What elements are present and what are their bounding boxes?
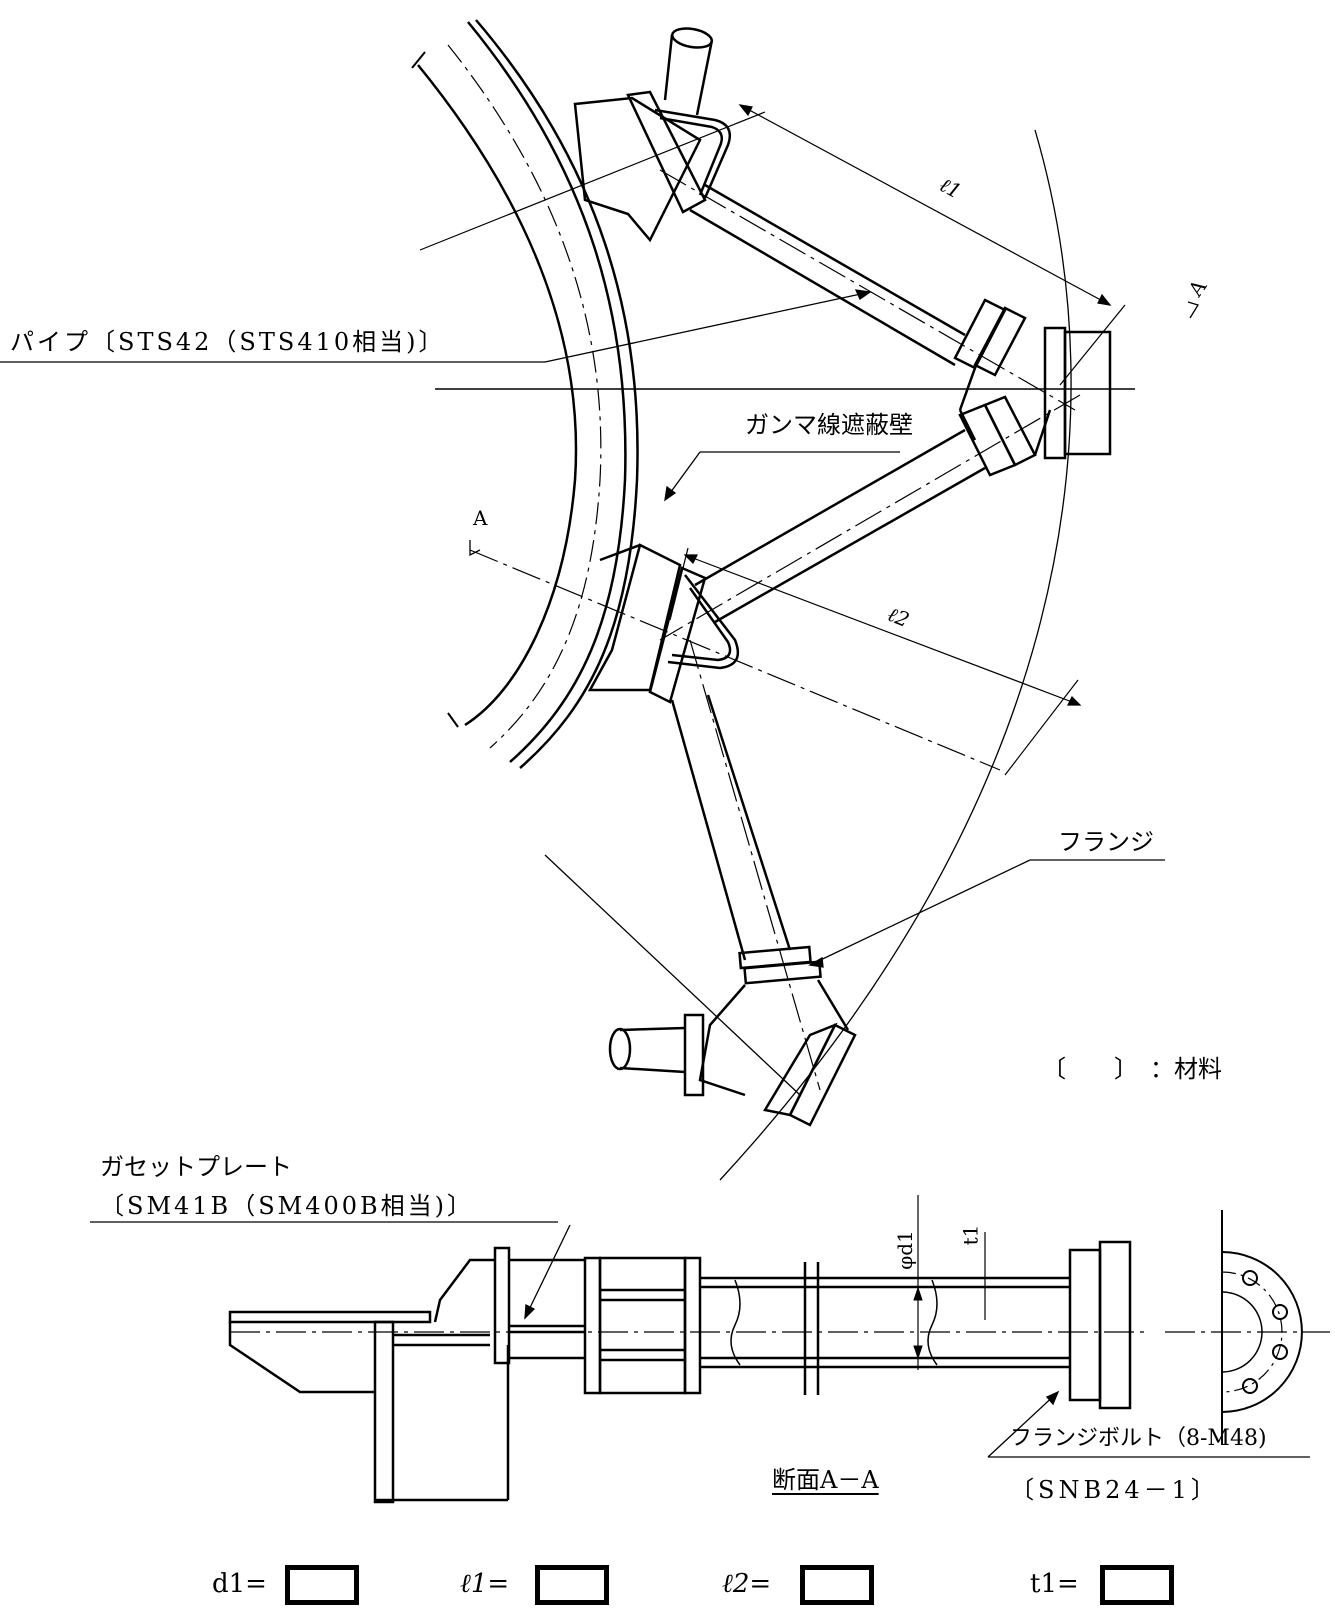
upper-diagonal-pipe <box>659 169 1076 411</box>
section-aa-drawing <box>228 1195 1150 1504</box>
box-label-d1: d1= <box>212 1569 267 1599</box>
dimension-l2 <box>469 547 1082 776</box>
lower-pipe <box>670 639 821 1091</box>
material-legend: 〔 〕 ：材料 <box>1042 1055 1222 1083</box>
section-marker-lines <box>469 301 1199 557</box>
shield-wall-centerline <box>447 44 602 749</box>
flange-label: フランジ <box>1058 828 1154 856</box>
flange-bolt-label-line1: フランジボルト（8-M48) <box>1010 1426 1267 1451</box>
flange-bolt-label-line2: 〔SNB24－1〕 <box>1010 1476 1219 1504</box>
reference-arc <box>719 129 1072 1181</box>
pipe-label: パイプ〔STS42（STS410相当)〕 <box>10 328 446 356</box>
gusset-leader <box>90 1221 571 1320</box>
dimension-l1 <box>419 104 1126 386</box>
answer-box-l2[interactable] <box>800 1565 874 1605</box>
lower-right-flange <box>958 395 1052 477</box>
box-label-l2: ℓ2= <box>722 1569 772 1599</box>
gusset-label-line1: ガセットプレート <box>100 1153 292 1181</box>
middle-gusset <box>587 543 740 704</box>
answer-box-d1[interactable] <box>285 1565 359 1605</box>
section-title: 断面A－A <box>772 1466 879 1494</box>
middle-diagonal-pipe <box>659 394 1081 641</box>
dimension-t1-label: t1 <box>958 1224 983 1246</box>
flange-bolt-leader <box>987 1390 1310 1458</box>
shield-wall-outer <box>411 51 578 728</box>
shield-wall-inner-1 <box>467 21 627 763</box>
upper-right-flange <box>953 298 1027 377</box>
flange-end-view <box>1165 1210 1330 1445</box>
shield-wall-inner-2 <box>475 19 639 769</box>
upper-gusset <box>573 90 732 243</box>
bottom-flange <box>683 945 857 1127</box>
bottom-left-pipe-stub <box>608 1026 686 1074</box>
answer-box-l1[interactable] <box>535 1565 609 1605</box>
dimension-d1-label: φd1 <box>892 1230 917 1270</box>
upper-pipe-stub <box>663 27 714 116</box>
leader-lines <box>0 289 1165 1096</box>
gamma-wall-label: ガンマ線遮蔽壁 <box>745 411 913 439</box>
box-label-t1: t1= <box>1030 1569 1079 1599</box>
box-label-l1: ℓ1= <box>460 1569 510 1599</box>
right-end-flange <box>958 326 1112 460</box>
section-marker-a-left: A <box>473 506 488 530</box>
gusset-label-line2: 〔SM41B（SM400B相当)〕 <box>100 1192 475 1220</box>
answer-box-t1[interactable] <box>1100 1565 1174 1605</box>
